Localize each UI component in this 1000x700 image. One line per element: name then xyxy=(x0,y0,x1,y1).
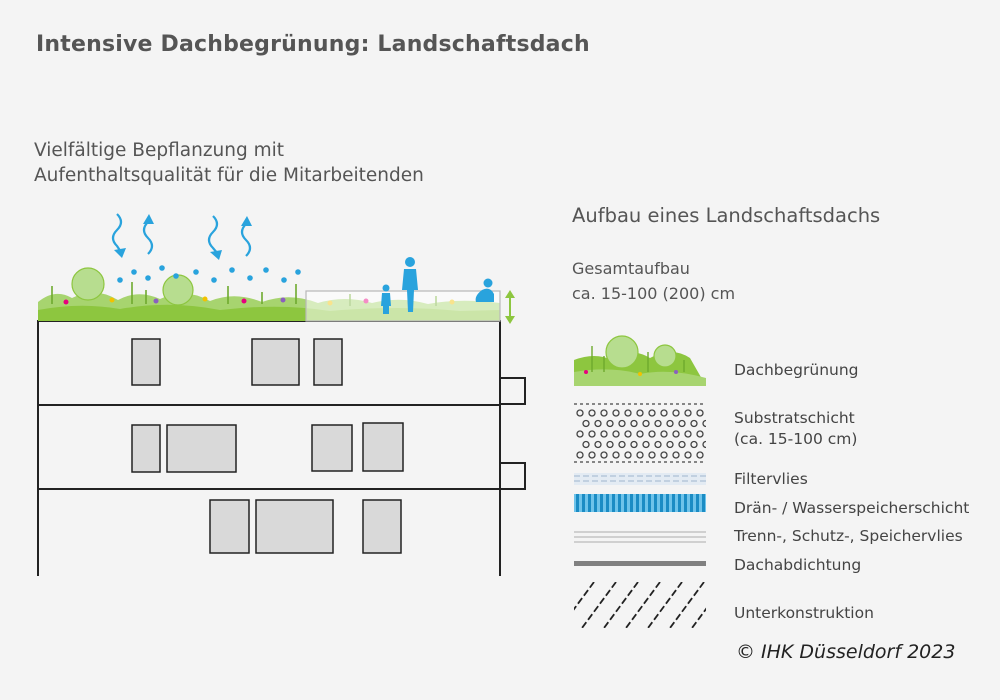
legend-label-substrate: Substratschicht (ca. 15-100 cm) xyxy=(734,408,857,450)
total-build-up-value: ca. 15-100 (200) cm xyxy=(572,284,736,303)
drainage-icon xyxy=(574,494,706,512)
evaporation-icon xyxy=(111,213,301,283)
shrub-icon xyxy=(71,267,105,301)
window xyxy=(313,338,343,386)
window xyxy=(362,499,402,554)
waterproofing-icon xyxy=(574,561,706,566)
legend-label-filter-fleece: Filtervlies xyxy=(734,470,808,488)
window xyxy=(362,422,404,472)
build-up-height-arrow xyxy=(505,290,515,324)
window xyxy=(131,424,161,473)
balcony-lower xyxy=(499,462,526,490)
window xyxy=(311,424,353,472)
window xyxy=(166,424,237,473)
page-title: Intensive Dachbegrünung: Landschaftsdach xyxy=(36,32,590,57)
balcony-upper xyxy=(499,377,526,405)
legend-label-protection-fleece: Trenn-, Schutz-, Speichervlies xyxy=(734,527,963,545)
legend-label-substrate-name: Substratschicht xyxy=(734,409,855,427)
roof-description-line-1: Vielfältige Bepflanzung mit xyxy=(34,140,285,161)
window xyxy=(255,499,334,554)
legend-label-waterproofing: Dachabdichtung xyxy=(734,556,862,574)
substrate-icon xyxy=(574,403,706,463)
people-icon xyxy=(381,257,494,314)
legend-label-drainage: Drän- / Wasserspeicherschicht xyxy=(734,499,970,517)
terrace-railing xyxy=(305,290,501,322)
legend-heading: Aufbau eines Landschaftsdachs xyxy=(572,204,881,227)
green-roof xyxy=(38,257,515,324)
window xyxy=(131,338,161,386)
filter-fleece-icon xyxy=(574,473,706,485)
roof-description-line-2: Aufenthaltsqualität für die Mitarbeitend… xyxy=(34,165,424,186)
legend-label-substructure: Unterkonstruktion xyxy=(734,604,874,622)
shrub-icon xyxy=(162,274,194,306)
window xyxy=(251,338,300,386)
total-build-up: Gesamtaufbau ca. 15-100 (200) cm xyxy=(572,256,735,306)
total-build-up-label: Gesamtaufbau xyxy=(572,259,690,278)
copyright-credit: © IHK Düsseldorf 2023 xyxy=(736,641,956,663)
windows xyxy=(131,338,404,554)
legend-label-substrate-depth: (ca. 15-100 cm) xyxy=(734,430,858,448)
plants-icon xyxy=(574,335,706,386)
substructure-icon xyxy=(574,582,706,628)
protection-fleece-icon xyxy=(574,531,706,543)
legend-label-vegetation: Dachbegrünung xyxy=(734,361,859,379)
window xyxy=(209,499,250,554)
roof-description: Vielfältige Bepflanzung mit Aufenthaltsq… xyxy=(34,138,424,188)
